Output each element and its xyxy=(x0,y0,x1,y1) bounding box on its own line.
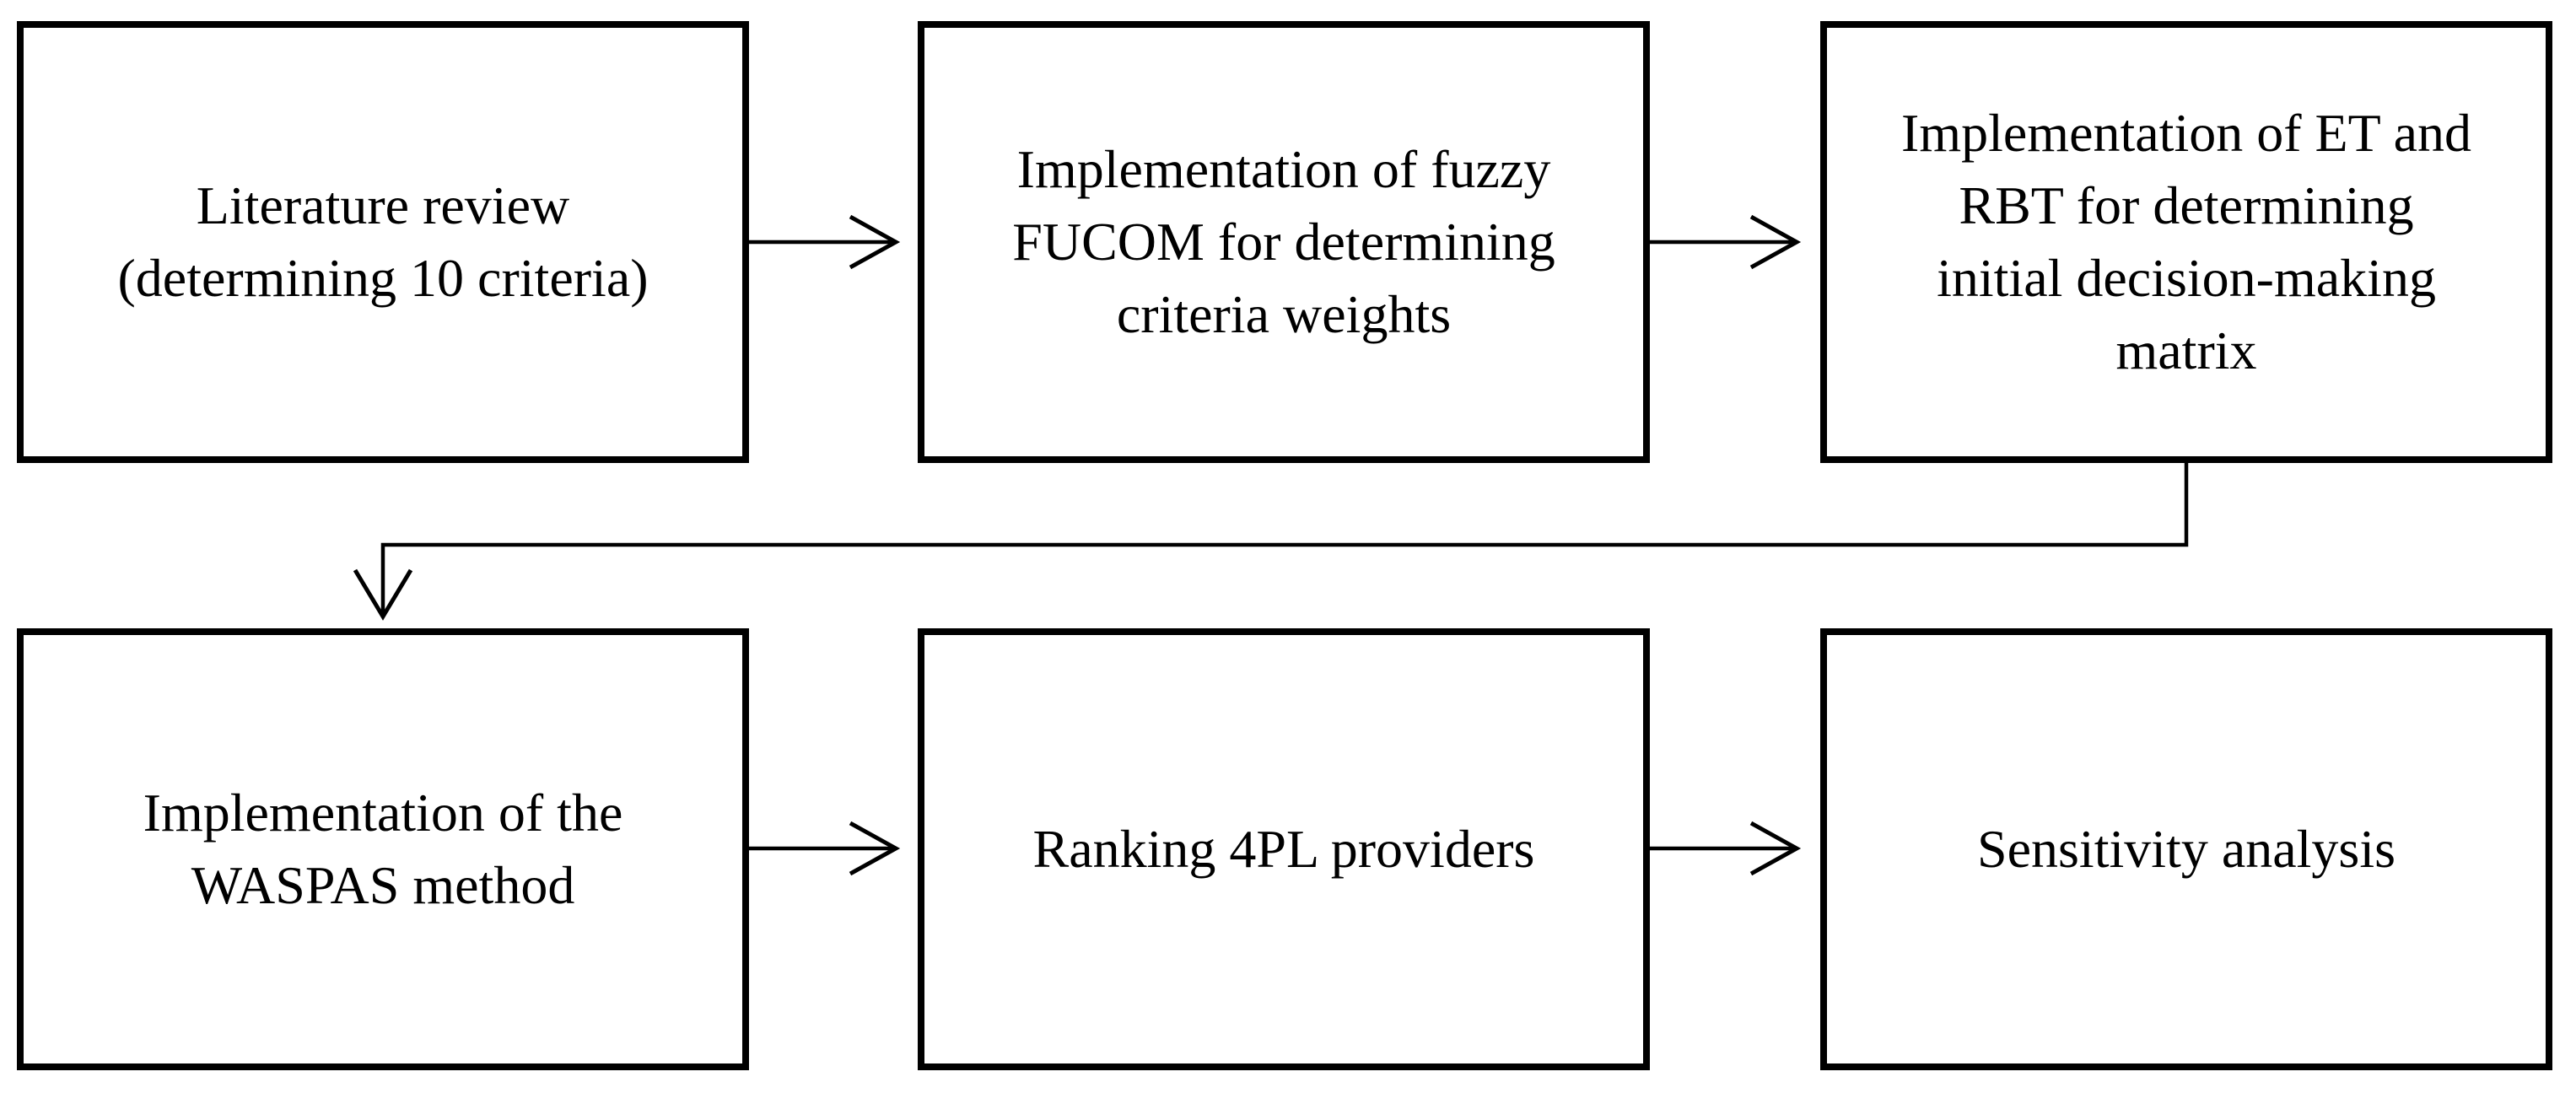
flow-box-waspas-method: Implementation of the WASPAS method xyxy=(17,628,749,1070)
flow-box-et-rbt-matrix: Implementation of ET and RBT for determi… xyxy=(1820,21,2552,463)
box-text-line: Implementation of fuzzy xyxy=(1016,139,1551,199)
flow-box-literature-review: Literature review (determining 10 criter… xyxy=(17,21,749,463)
box-text-line: Ranking 4PL providers xyxy=(1032,819,1535,879)
arrow-waspas-to-ranking-icon xyxy=(749,821,901,876)
flow-box-ranking-4pl: Ranking 4PL providers xyxy=(918,628,1650,1070)
arrow-etrbt-to-waspas-icon xyxy=(353,463,2189,621)
box-text-line: Sensitivity analysis xyxy=(1977,819,2395,879)
arrow-fucom-to-etrbt-icon xyxy=(1650,214,1802,270)
arrow-literature-to-fucom-icon xyxy=(749,214,901,270)
box-text-line: criteria weights xyxy=(1116,284,1452,344)
flow-box-fuzzy-fucom: Implementation of fuzzy FUCOM for determ… xyxy=(918,21,1650,463)
box-text-line: Implementation of the xyxy=(143,783,623,843)
arrow-ranking-to-sensitivity-icon xyxy=(1650,821,1802,876)
box-text-line: FUCOM for determining xyxy=(1012,212,1555,272)
box-text-line: Literature review xyxy=(196,175,570,235)
box-text-line: WASPAS method xyxy=(191,855,575,915)
box-text-line: (determining 10 criteria) xyxy=(117,248,649,308)
box-text-line: RBT for determining xyxy=(1959,175,2414,235)
box-text-line: initial decision-making xyxy=(1937,248,2436,308)
flow-box-sensitivity-analysis: Sensitivity analysis xyxy=(1820,628,2552,1070)
box-text-line: matrix xyxy=(2115,320,2257,380)
box-text-line: Implementation of ET and xyxy=(1901,103,2471,163)
